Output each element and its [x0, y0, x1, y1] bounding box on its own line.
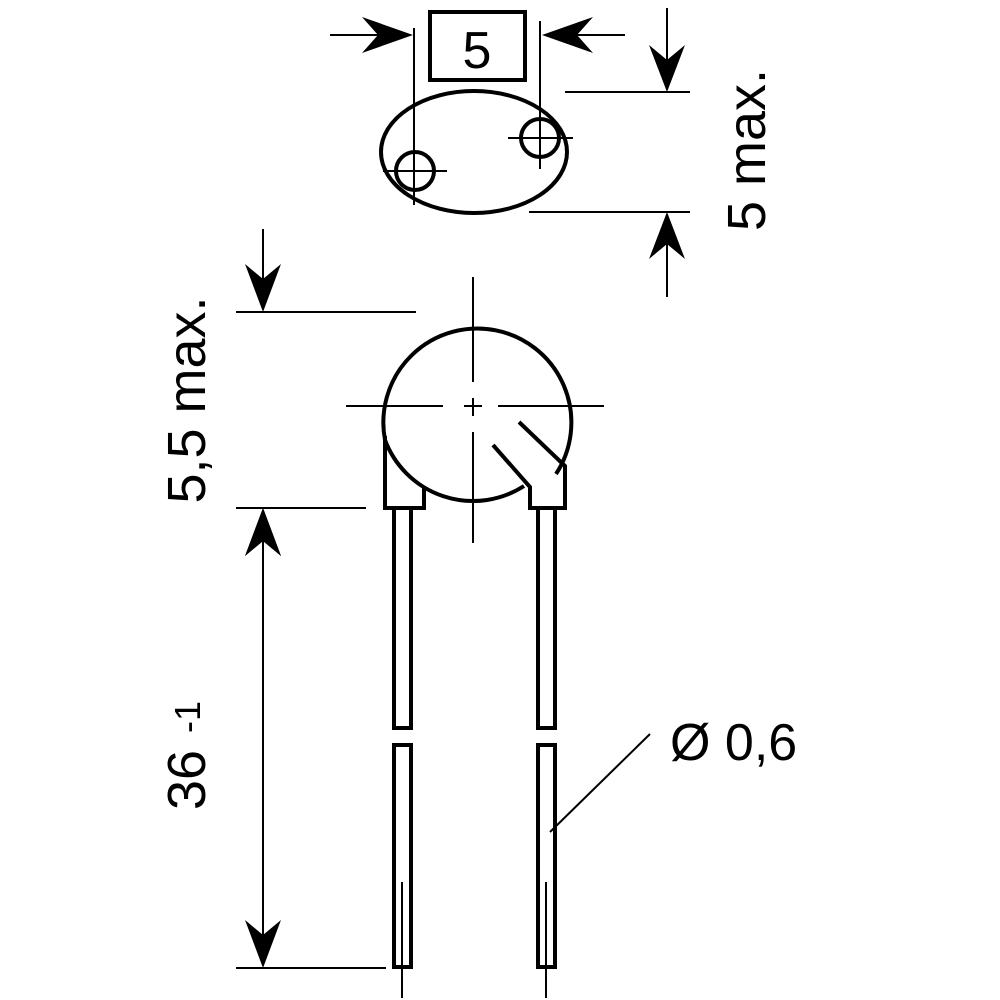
top-view-centerlines	[383, 21, 573, 205]
lead-length-dimension: 36 -1	[157, 508, 386, 969]
front-view-centerlines	[346, 277, 604, 998]
lead-spacing-box	[428, 10, 527, 82]
lead-diameter-label: Ø 0,6	[670, 714, 797, 772]
body-thickness-dimension: 5 max.	[529, 8, 777, 297]
lead-spacing-label: 5	[463, 22, 492, 80]
body-thickness-label: 5 max.	[717, 69, 777, 231]
lead-spacing-dimension: 5	[330, 10, 625, 82]
left-lead-upper	[392, 506, 413, 730]
lead-diameter-callout: Ø 0,6	[549, 714, 797, 833]
leader-line	[549, 733, 651, 833]
right-lead-upper	[536, 506, 557, 730]
body-diameter-dimension: 5,5 max.	[157, 229, 416, 556]
front-view	[381, 326, 574, 969]
body-disc	[381, 326, 574, 476]
body-diameter-label: 5,5 max.	[157, 296, 217, 503]
lead-length-label: 36	[157, 750, 217, 810]
lead-length-tolerance: -1	[167, 701, 208, 733]
body-top-ellipse	[379, 89, 569, 215]
